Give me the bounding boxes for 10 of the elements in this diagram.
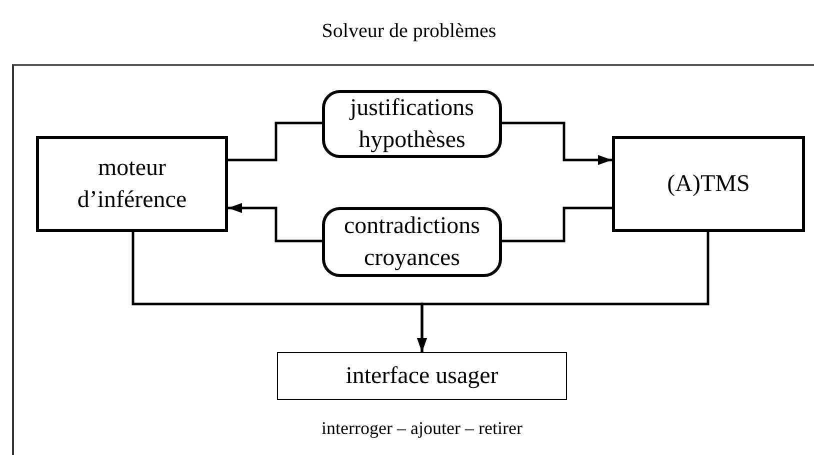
connector-arrow — [228, 203, 322, 242]
connector-arrow — [417, 232, 710, 352]
operations-caption: interroger – ajouter – retirer — [320, 418, 524, 439]
connector-arrow — [502, 122, 612, 165]
message-box: justifications hypothèses — [322, 90, 502, 158]
process-box: (A)TMS — [612, 136, 805, 232]
message-box: contradictions croyances — [322, 207, 502, 277]
process-box: interface usager — [277, 352, 567, 400]
process-box: moteur d’inférence — [36, 136, 228, 232]
system-label: Solveur de problèmes — [320, 20, 498, 43]
